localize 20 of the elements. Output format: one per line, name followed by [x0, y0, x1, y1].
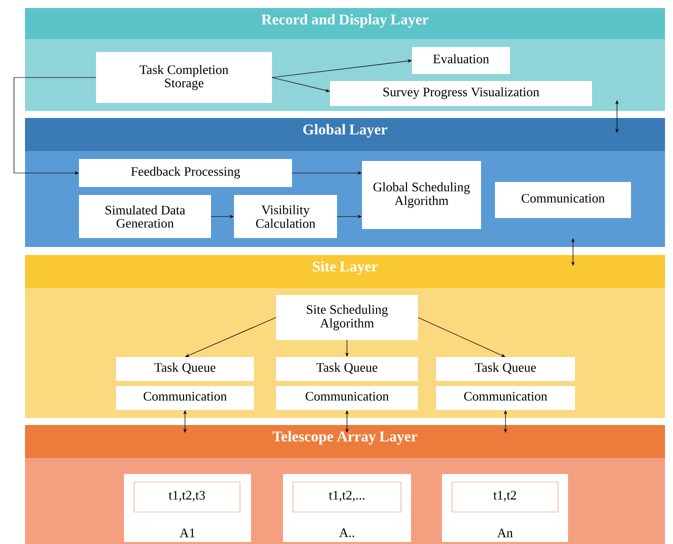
process-box: Task Queue [436, 357, 575, 381]
task-box: t1,t2,t3 [134, 482, 240, 512]
arrow [185, 317, 276, 357]
process-box: Communication [495, 182, 631, 218]
process-box: Task Queue [116, 357, 254, 381]
process-box: Survey Progress Visualization [330, 81, 592, 106]
process-box: Task Queue [276, 357, 418, 381]
process-box: Communication [436, 386, 575, 410]
process-box: Communication [276, 386, 418, 410]
process-box: Visibility Calculation [234, 195, 337, 238]
process-box: Evaluation [412, 47, 510, 74]
arrow [418, 317, 506, 357]
process-box: Task Completion Storage [96, 52, 272, 103]
process-box: Global Scheduling Algorithm [362, 161, 481, 229]
process-box: Simulated Data Generation [79, 195, 211, 238]
task-box: t1,t2 [452, 482, 558, 512]
process-box: Feedback Processing [79, 159, 292, 187]
task-box: t1,t2,... [292, 482, 402, 512]
process-box: Site Scheduling Algorithm [276, 295, 418, 340]
process-box: Communication [116, 386, 254, 410]
